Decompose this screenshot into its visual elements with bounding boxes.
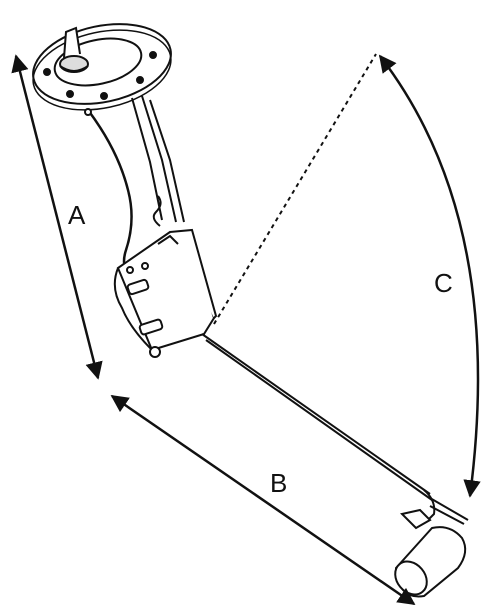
- dimension-c-arc: [378, 54, 481, 498]
- dimension-b-arrow: [110, 394, 416, 606]
- float-arm: [201, 333, 436, 523]
- dimension-a-arrow: [11, 54, 103, 380]
- dimension-b-label: B: [270, 468, 288, 498]
- fuel-float-icon: [394, 497, 469, 598]
- dimension-a-label: A: [68, 200, 86, 230]
- sender-housing-icon: [113, 228, 218, 358]
- mounting-flange-icon: [32, 23, 172, 111]
- dimension-c-label: C: [434, 268, 453, 298]
- swing-reference-line: [213, 53, 377, 325]
